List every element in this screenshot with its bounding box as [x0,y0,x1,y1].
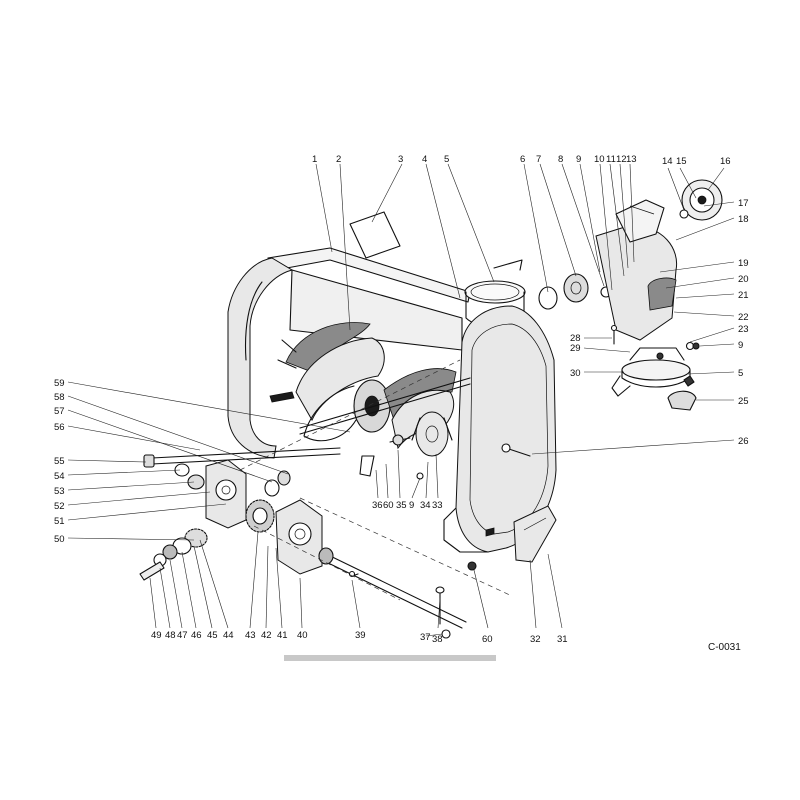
auger-spiral [269,322,471,457]
part-label: 3 [398,154,403,165]
part-label: 11 [606,154,616,165]
part-label: 5 [444,154,449,165]
gearbox-exploded [139,359,557,639]
chute-assembly [538,179,723,411]
part-label: 9 [576,154,581,165]
part-label: 29 [570,343,581,354]
part-label: 49 [151,630,162,641]
part-label: 6 [520,154,525,165]
part-label: 57 [54,406,65,417]
part-label: 56 [54,422,65,433]
part-label: 9 [409,500,414,511]
part-label: 9 [738,340,743,351]
part-label: 40 [297,630,308,641]
document-code: C-0031 [708,642,741,653]
part-label: 38 [432,634,443,645]
part-label: 19 [738,258,749,269]
part-label: 17 [738,198,749,209]
part-label: 5 [738,368,743,379]
part-label: 50 [54,534,65,545]
part-label: 44 [223,630,234,641]
part-label: 51 [54,516,65,527]
part-label: 60 [383,500,394,511]
part-label: 53 [54,486,65,497]
part-label: 45 [207,630,218,641]
part-label: 22 [738,312,749,323]
part-label: 43 [245,630,256,641]
part-label: 21 [738,290,749,301]
part-label: 60 [482,634,493,645]
cropped-heading-strip [284,655,496,661]
auger-housing [227,247,557,553]
part-label: 58 [54,392,65,403]
part-label: 25 [738,396,749,407]
part-label: 4 [422,154,427,165]
part-label: 59 [54,378,65,389]
part-label: 33 [432,500,443,511]
part-label: 31 [557,634,568,645]
part-label: 37 [420,632,431,643]
part-label: 30 [570,368,581,379]
leader-lines [67,163,735,637]
part-label: 52 [54,501,65,512]
part-label: 2 [336,154,341,165]
part-label: 13 [626,154,637,165]
part-label: 36 [372,500,383,511]
part-label: 7 [536,154,541,165]
part-label: 23 [738,324,749,335]
impeller [411,411,453,457]
part-label: 35 [396,500,407,511]
part-label: 39 [355,630,366,641]
part-label: 8 [558,154,563,165]
part-label: 26 [738,436,749,447]
part-label: 47 [177,630,188,641]
part-label: 16 [720,156,731,167]
part-label: 46 [191,630,202,641]
part-label: 10 [594,154,605,165]
part-label: 18 [738,214,749,225]
part-label: 28 [570,333,581,344]
part-label: 14 [662,156,673,167]
part-label: 42 [261,630,272,641]
part-number-labels: 1 2 3 4 5 6 7 8 9 10 11 12 13 14 15 16 1… [54,154,749,645]
part-label: 41 [277,630,288,641]
part-label: 32 [530,634,541,645]
part-label: 20 [738,274,749,285]
part-label: 15 [676,156,687,167]
part-label: 1 [312,154,317,165]
part-label: 55 [54,456,65,467]
decal-sheet [349,211,401,259]
part-label: 12 [616,154,627,165]
part-label: 48 [165,630,176,641]
part-label: 34 [420,500,431,511]
part-label: 54 [54,471,65,482]
